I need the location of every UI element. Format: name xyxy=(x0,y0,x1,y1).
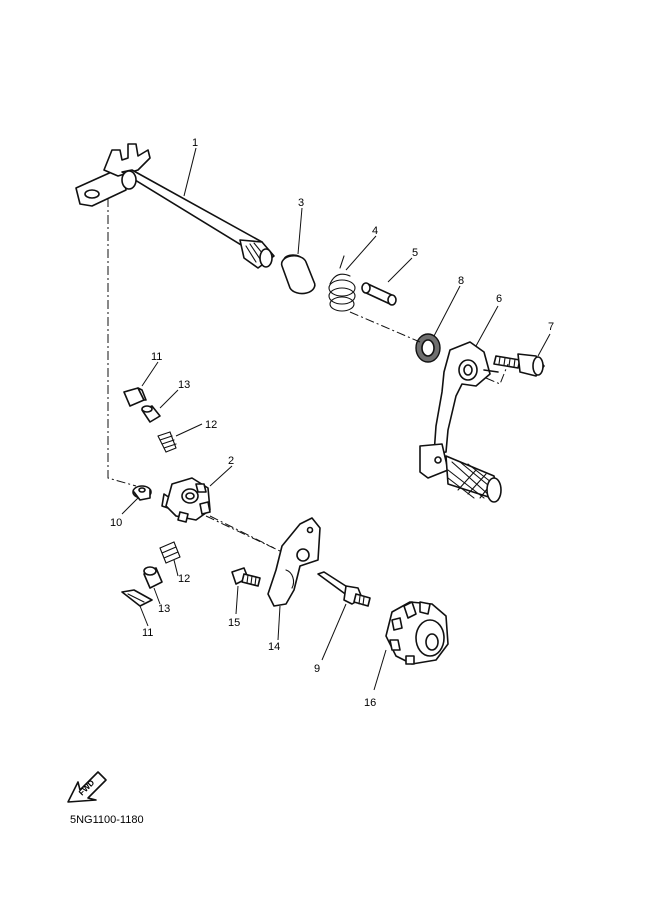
part-2-shift-guide[interactable] xyxy=(161,477,211,523)
callout-14: 14 xyxy=(268,641,280,653)
part-15-bolt[interactable] xyxy=(231,567,261,587)
callout-6: 6 xyxy=(496,293,502,305)
callout-15: 15 xyxy=(228,617,240,629)
callout-11-lower: 11 xyxy=(142,627,153,639)
callout-12-lower: 12 xyxy=(178,573,190,585)
part-1-shift-shaft[interactable] xyxy=(75,143,275,269)
part-4-spring[interactable] xyxy=(328,255,356,312)
callout-5: 5 xyxy=(412,247,418,259)
fwd-arrow-icon: FWD xyxy=(67,771,107,803)
callout-4: 4 xyxy=(372,225,378,237)
callout-12-upper: 12 xyxy=(205,419,217,431)
callout-8: 8 xyxy=(458,275,464,287)
callout-11-upper: 11 xyxy=(151,351,162,363)
callout-labels: 1 3 4 5 8 6 7 11 13 12 2 10 12 13 11 15 … xyxy=(110,137,554,709)
part-7-bolt[interactable] xyxy=(493,353,545,377)
part-8-oil-seal[interactable] xyxy=(415,333,441,363)
callout-3: 3 xyxy=(298,197,304,209)
part-11-stopper-upper[interactable] xyxy=(123,387,147,407)
part-9-bolt[interactable] xyxy=(317,571,371,607)
part-6-shift-pedal[interactable] xyxy=(419,341,502,503)
callout-9: 9 xyxy=(314,663,320,675)
part-14-stopper-lever[interactable] xyxy=(267,517,321,607)
part-13-collar-upper[interactable] xyxy=(141,405,161,423)
callout-1: 1 xyxy=(192,137,198,149)
part-12-spring-upper[interactable] xyxy=(157,431,177,453)
part-10-bolt[interactable] xyxy=(132,485,152,501)
diagram-code: 5NG1100-1180 xyxy=(70,814,144,826)
part-13-collar-lower[interactable] xyxy=(143,566,163,589)
part-3-collar[interactable] xyxy=(280,254,316,295)
callout-10: 10 xyxy=(110,517,122,529)
part-12-spring-lower[interactable] xyxy=(159,541,181,564)
callout-7: 7 xyxy=(548,321,554,333)
part-5-pin[interactable] xyxy=(361,282,397,306)
assembly-center-lines xyxy=(107,198,509,553)
leader-lines xyxy=(121,147,551,691)
callout-2: 2 xyxy=(228,455,234,467)
part-16-shift-cam[interactable] xyxy=(385,601,449,665)
callout-16: 16 xyxy=(364,697,376,709)
part-11-stopper-lower[interactable] xyxy=(121,589,153,607)
callout-13-lower: 13 xyxy=(158,603,170,615)
callout-13-upper: 13 xyxy=(178,379,190,391)
